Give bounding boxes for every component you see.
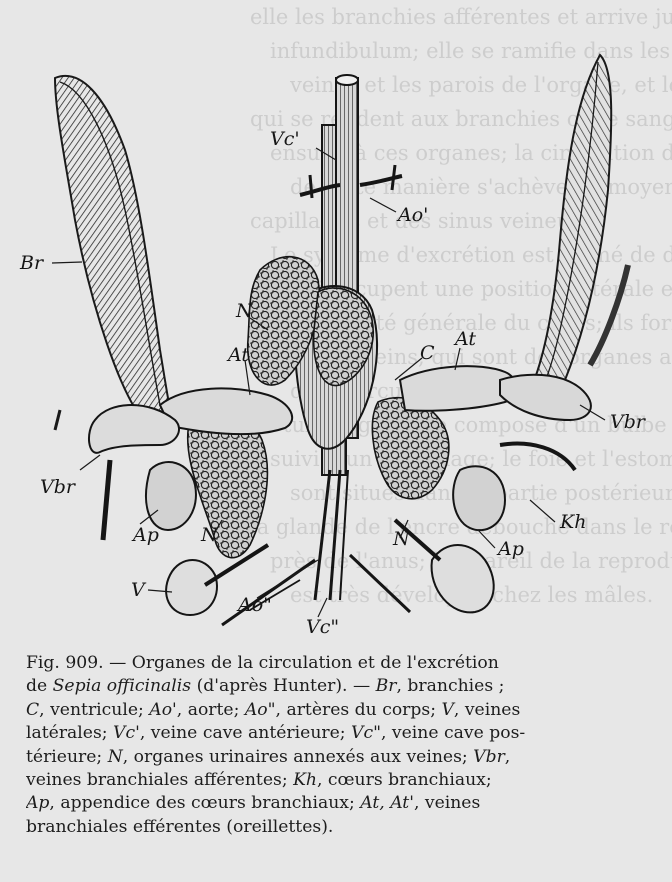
legend-text-c: , ventricule;	[39, 700, 144, 720]
label-at-left: At	[228, 346, 249, 365]
caption-line-3: C, ventricule; Ao', aorte; Ao", artères …	[26, 699, 658, 722]
legend-key-n: N	[108, 747, 123, 767]
legend-text-vc2: , veine cave pos-	[381, 723, 525, 743]
right-gill	[528, 55, 628, 410]
legend-key-ao2: Ao"	[245, 700, 276, 720]
caption-line-5: térieure; N, organes urinaires annexés a…	[26, 746, 658, 769]
label-ao-double: Ao"	[238, 596, 272, 615]
legend-text-v: , veines	[454, 700, 520, 720]
caption-line-4: latérales; Vc', veine cave antérieure; V…	[26, 722, 658, 745]
legend-key-c: C	[26, 700, 39, 720]
label-n-top: N	[236, 302, 253, 321]
legend-key-br: Br	[376, 676, 397, 696]
caption-de: de	[26, 676, 47, 696]
label-n-left: N	[201, 526, 218, 545]
legend-text-vbr2: veines branchiales afférentes;	[26, 770, 288, 790]
legend-text-ao2: , artères du corps;	[276, 700, 436, 720]
legend-key-vc1: Vc'	[113, 723, 140, 743]
label-vc-double: Vc"	[306, 618, 339, 637]
legend-key-at: At, At'	[360, 793, 414, 813]
legend-text-br: , branchies ;	[397, 676, 505, 696]
legend-text-ap: , appendice des cœurs branchiaux;	[49, 793, 354, 813]
anatomical-figure	[0, 0, 672, 650]
legend-text-v2: latérales;	[26, 723, 108, 743]
species-name: Sepia officinalis	[53, 676, 191, 696]
left-gill	[55, 76, 172, 430]
legend-key-ap: Ap	[26, 793, 49, 813]
label-c: C	[420, 344, 435, 363]
caption-line-8: branchiales efférentes (oreillettes).	[26, 816, 658, 839]
label-vbr-right: Vbr	[610, 413, 645, 432]
label-ap-left: Ap	[133, 526, 159, 545]
caption-title: — Organes de la circulation et de l'excr…	[109, 653, 499, 673]
label-at-right: At	[455, 330, 476, 349]
caption-line-1: Fig. 909. — Organes de la circulation et…	[26, 652, 658, 675]
legend-key-vc2: Vc"	[351, 723, 381, 743]
label-kh: Kh	[560, 513, 586, 532]
caption-line-7: Ap, appendice des cœurs branchiaux; At, …	[26, 792, 658, 815]
legend-text-at: , veines	[414, 793, 480, 813]
label-vbr-left: Vbr	[40, 478, 75, 497]
legend-text-at2: branchiales efférentes (oreillettes).	[26, 817, 333, 837]
legend-text-vbr: ,	[505, 747, 510, 767]
caption-line-2: de Sepia officinalis (d'après Hunter). —…	[26, 675, 658, 698]
figure-number: Fig. 909.	[26, 653, 104, 673]
figure-caption: Fig. 909. — Organes de la circulation et…	[26, 652, 658, 839]
legend-key-v: V	[441, 700, 453, 720]
caption-attribution: (d'après Hunter). —	[197, 676, 371, 696]
legend-key-kh: Kh	[293, 770, 317, 790]
label-n-right: N	[393, 530, 410, 549]
label-v: V	[131, 581, 145, 600]
legend-key-vbr: Vbr	[473, 747, 505, 767]
legend-text-kh: , cœurs branchiaux;	[317, 770, 492, 790]
caption-line-6: veines branchiales afférentes; Kh, cœurs…	[26, 769, 658, 792]
legend-text-n: , organes urinaires annexés aux veines;	[123, 747, 468, 767]
label-ap-right: Ap	[498, 540, 524, 559]
legend-key-ao1: Ao'	[149, 700, 177, 720]
legend-text-ao1: , aorte;	[177, 700, 240, 720]
legend-text-vc2b: térieure;	[26, 747, 102, 767]
legend-text-vc1: , veine cave antérieure;	[140, 723, 346, 743]
label-vc-prime: Vc'	[270, 130, 300, 149]
label-br: Br	[20, 254, 43, 273]
label-ao-prime: Ao'	[398, 206, 428, 225]
